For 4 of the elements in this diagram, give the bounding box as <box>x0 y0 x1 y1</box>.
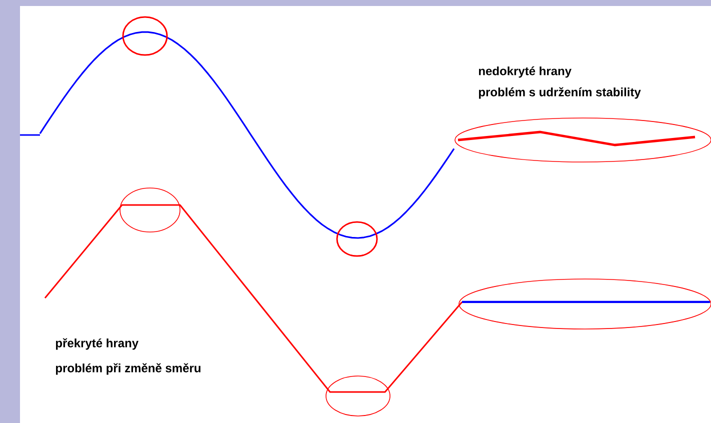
annotation-text: problém při změně směru <box>56 363 200 375</box>
annotation-text: problém s udržením stability <box>479 87 641 99</box>
annotation-text: nedokryté hrany <box>479 66 572 78</box>
annotation-text: překryté hrany <box>56 338 138 350</box>
